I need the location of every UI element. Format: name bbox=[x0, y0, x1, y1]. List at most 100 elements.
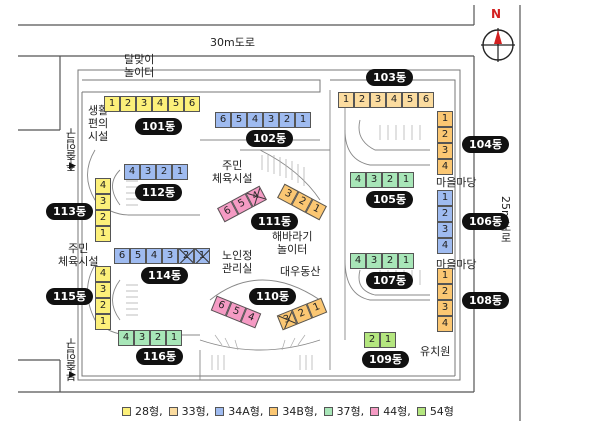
unit-cell: 2 bbox=[95, 298, 111, 314]
building-111-tag[interactable]: 111동 bbox=[251, 213, 299, 230]
unit-cell: 2 bbox=[382, 253, 398, 269]
building-113-tag[interactable]: 113동 bbox=[46, 203, 94, 220]
unit-cell: 3 bbox=[437, 222, 453, 238]
facility-senior-office: 노인정 관리실 bbox=[222, 249, 253, 275]
unit-cell: 1 bbox=[380, 332, 396, 348]
unit-cell: 3 bbox=[366, 253, 382, 269]
entrance-arrow-icon: ▶ bbox=[69, 370, 76, 380]
legend-item: 34B형, bbox=[269, 403, 318, 419]
legend-label: 44형, bbox=[383, 405, 411, 418]
building-106-tag[interactable]: 106동 bbox=[462, 213, 510, 230]
building-104-tag[interactable]: 104동 bbox=[462, 136, 510, 153]
facility-sports-left: 주민 체육시설 bbox=[58, 242, 99, 268]
unit-cell: 2 bbox=[437, 284, 453, 300]
legend-item: 37형, bbox=[323, 403, 364, 419]
unit-cell: 3 bbox=[162, 248, 178, 264]
building-101-tag[interactable]: 101동 bbox=[135, 118, 183, 135]
unit-cell: 2 bbox=[178, 248, 194, 264]
unit-type-legend: 28형,33형,34A형,34B형,37형,44형,54형 bbox=[122, 403, 454, 419]
unit-cell: 6 bbox=[418, 92, 434, 108]
unit-cell: 4 bbox=[437, 159, 453, 175]
unit-cell: 2 bbox=[364, 332, 380, 348]
legend-swatch bbox=[416, 406, 426, 416]
legend-label: 34A형, bbox=[228, 405, 264, 418]
building-107-tag[interactable]: 107동 bbox=[366, 272, 414, 289]
building-112-tag[interactable]: 112동 bbox=[135, 184, 183, 201]
unit-cell: 1 bbox=[104, 96, 120, 112]
unit-cell: 1 bbox=[437, 268, 453, 284]
unit-cell: 2 bbox=[95, 210, 111, 226]
unit-cell: 4 bbox=[146, 248, 162, 264]
facility-sports-center: 주민 체육시설 bbox=[212, 159, 253, 185]
unit-cell: 1 bbox=[437, 111, 453, 127]
legend-label: 33형, bbox=[181, 405, 210, 418]
facility-village-yard-1: 마을마당 bbox=[436, 176, 477, 189]
unit-cell: 5 bbox=[130, 248, 146, 264]
unit-cell: 4 bbox=[247, 112, 263, 128]
building-102-tag[interactable]: 102동 bbox=[246, 130, 294, 147]
unit-cell: 4 bbox=[350, 253, 366, 269]
building-110-tag[interactable]: 110동 bbox=[249, 288, 297, 305]
building-108-tag[interactable]: 108동 bbox=[462, 292, 510, 309]
legend-item: 34A형, bbox=[215, 403, 263, 419]
unit-cell: 3 bbox=[437, 143, 453, 159]
unit-cell: 6 bbox=[114, 248, 130, 264]
facility-moon-playground: 달맞이 놀이터 bbox=[124, 53, 155, 79]
unit-cell: 1 bbox=[338, 92, 354, 108]
unit-cell: 1 bbox=[95, 314, 111, 330]
building-103-tag[interactable]: 103동 bbox=[366, 69, 414, 86]
compass-rose-icon bbox=[481, 28, 515, 62]
unit-cell: 2 bbox=[156, 164, 172, 180]
facility-village-yard-2: 마을마당 bbox=[436, 258, 477, 271]
legend-swatch bbox=[122, 406, 131, 416]
unit-cell: 4 bbox=[386, 92, 402, 108]
building-114-tag[interactable]: 114동 bbox=[141, 267, 189, 284]
building-115-tag[interactable]: 115동 bbox=[46, 288, 94, 305]
unit-cell: 3 bbox=[263, 112, 279, 128]
unit-cell: 4 bbox=[124, 164, 140, 180]
unit-cell: 4 bbox=[437, 316, 453, 332]
legend-label: 28형, bbox=[135, 405, 163, 418]
unit-cell: 2 bbox=[354, 92, 370, 108]
facility-kindergarten: 유치원 bbox=[420, 345, 451, 358]
legend-swatch bbox=[215, 406, 225, 416]
building-116-tag[interactable]: 116동 bbox=[136, 348, 184, 365]
unit-cell: 5 bbox=[402, 92, 418, 108]
unit-cell: 3 bbox=[134, 330, 150, 346]
building-109-tag[interactable]: 109동 bbox=[362, 351, 410, 368]
unit-cell: 4 bbox=[118, 330, 134, 346]
legend-item: 33형, bbox=[168, 403, 210, 419]
unit-cell: 2 bbox=[437, 206, 453, 222]
legend-swatch bbox=[370, 406, 380, 416]
legend-label: 34B형, bbox=[282, 405, 318, 418]
legend-swatch bbox=[269, 406, 279, 416]
unit-cell: 3 bbox=[370, 92, 386, 108]
unit-cell: 3 bbox=[95, 282, 111, 298]
unit-cell: 2 bbox=[437, 127, 453, 143]
facility-community: 생활 편의 시설 bbox=[88, 104, 109, 143]
compass-north-label: N bbox=[491, 7, 502, 21]
legend-swatch bbox=[323, 406, 333, 416]
building-105-tag[interactable]: 105동 bbox=[366, 191, 414, 208]
unit-cell: 1 bbox=[95, 226, 111, 242]
road-label-top: 30m도로 bbox=[210, 36, 255, 49]
unit-cell: 3 bbox=[140, 164, 156, 180]
unit-cell: 1 bbox=[437, 190, 453, 206]
unit-cell: 3 bbox=[366, 172, 382, 188]
unit-cell: 1 bbox=[172, 164, 188, 180]
unit-cell: 4 bbox=[95, 178, 111, 194]
